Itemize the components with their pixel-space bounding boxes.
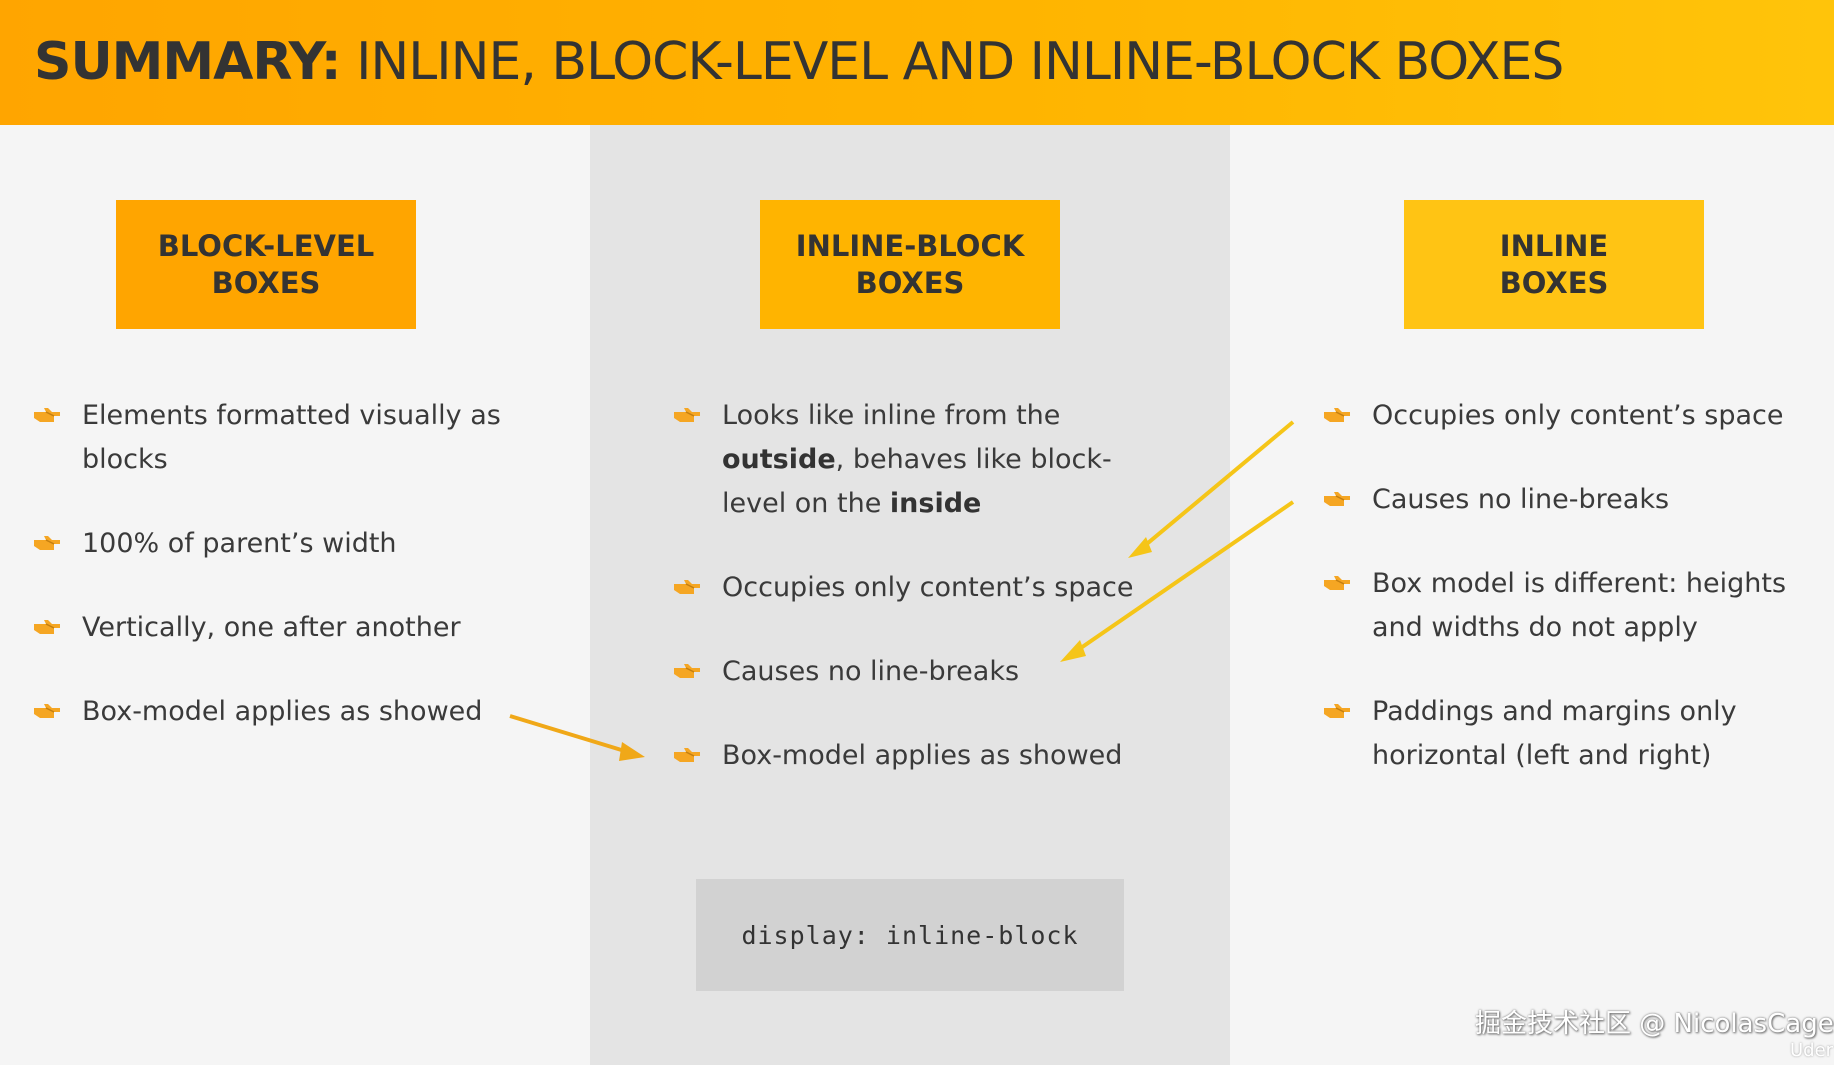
pointing-hand-icon [34,536,60,550]
list-item-text: 100% of parent’s width [82,528,397,559]
list-item-text: Box-model applies as showed [722,740,1123,771]
block-level-tag: BLOCK-LEVEL BOXES [116,200,416,329]
list-item-text: Occupies only content’s space [722,572,1134,603]
page-title: SUMMARY: INLINE, BLOCK-LEVEL AND INLINE-… [34,30,1564,94]
header-banner: SUMMARY: INLINE, BLOCK-LEVEL AND INLINE-… [0,0,1834,125]
block-level-list: Elements formatted visually as blocks 10… [32,394,552,734]
list-item-text: Causes no line-breaks [722,656,1020,687]
list-item-text: Paddings and margins only horizontal (le… [1372,696,1737,771]
pointing-hand-icon [34,704,60,718]
text-part: , behaves like block-level on the [722,444,1112,519]
pointing-hand-icon [34,408,60,422]
list-item-text: Vertically, one after another [82,612,461,643]
page-title-rest: INLINE, BLOCK-LEVEL AND INLINE-BLOCK BOX… [340,32,1564,92]
inline-block-tag: INLINE-BLOCK BOXES [760,200,1060,329]
list-item: Box-model applies as showed [672,734,1192,778]
list-item-text: Occupies only content’s space [1372,400,1784,431]
text-bold-inside: inside [889,488,982,519]
text-part: Looks like inline from the [722,400,1061,431]
list-item: Paddings and margins only horizontal (le… [1322,690,1822,778]
list-item: Causes no line-breaks [672,650,1192,694]
pointing-hand-icon [674,748,700,762]
list-item: Causes no line-breaks [1322,478,1822,522]
list-item: 100% of parent’s width [32,522,552,566]
pointing-hand-icon [674,580,700,594]
list-item: Looks like inline from the outside, beha… [672,394,1192,526]
list-item: Occupies only content’s space [1322,394,1822,438]
pointing-hand-icon [674,408,700,422]
list-item-text: Causes no line-breaks [1372,484,1670,515]
list-item: Box-model applies as showed [32,690,552,734]
list-item: Vertically, one after another [32,606,552,650]
pointing-hand-icon [34,620,60,634]
watermark: 掘金技术社区 @ NicolasCage [1475,1009,1834,1039]
list-item-text: Elements formatted visually as blocks [82,400,501,475]
page-title-bold: SUMMARY: [34,32,342,92]
corner-watermark: Uder [1790,1040,1834,1061]
list-item: Occupies only content’s space [672,566,1192,610]
pointing-hand-icon [1324,408,1350,422]
list-item-text: Box model is different: heights and widt… [1372,568,1787,643]
inline-block-list: Looks like inline from the outside, beha… [672,394,1192,778]
pointing-hand-icon [1324,492,1350,506]
pointing-hand-icon [674,664,700,678]
inline-tag: INLINE BOXES [1404,200,1704,329]
list-item: Elements formatted visually as blocks [32,394,552,482]
list-item-text: Box-model applies as showed [82,696,483,727]
pointing-hand-icon [1324,576,1350,590]
list-item-text: Looks like inline from the outside, beha… [722,394,1122,526]
pointing-hand-icon [1324,704,1350,718]
list-item: Box model is different: heights and widt… [1322,562,1822,650]
text-bold-outside: outside [722,444,836,475]
inline-list: Occupies only content’s space Causes no … [1322,394,1822,778]
display-inline-block-code: display: inline-block [696,879,1124,991]
